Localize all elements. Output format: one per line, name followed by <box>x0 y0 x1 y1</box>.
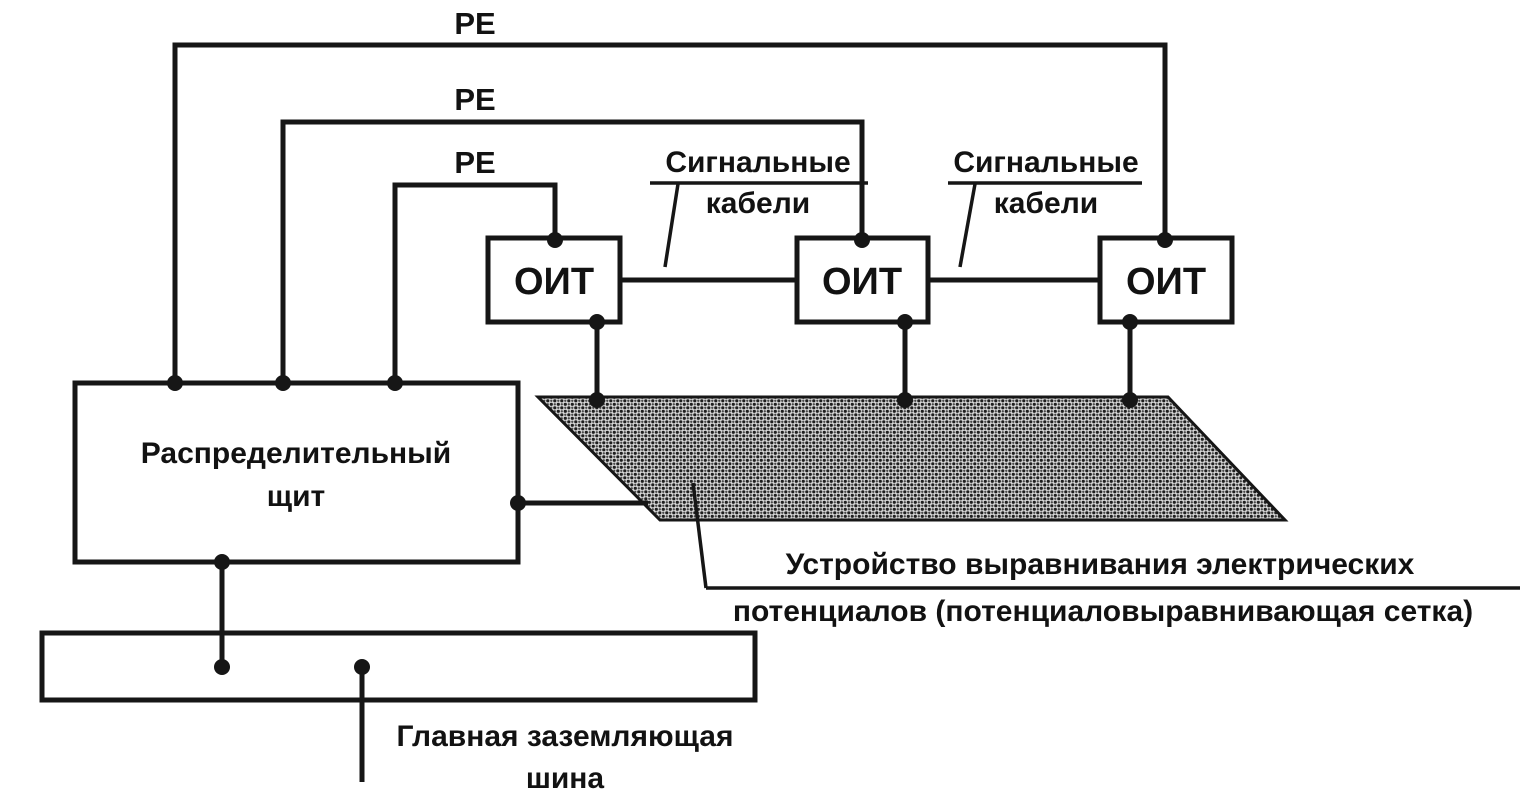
junction-dot-grid-3 <box>1122 392 1138 408</box>
junction-dot-board-pe2 <box>275 375 291 391</box>
junction-dot-oit1-bottom <box>589 314 605 330</box>
junction-dot-grid-2 <box>897 392 913 408</box>
junction-dot-bus-1 <box>214 659 230 675</box>
potential-equalizing-grid <box>534 395 1289 522</box>
signal-label-1-line2: кабели <box>706 187 810 220</box>
signal-label-1-line1: Сигнальные <box>665 146 850 179</box>
signal-label-1-leader <box>663 183 680 268</box>
ground-bus-label-line2: шина <box>526 762 605 795</box>
grid-caption-leader <box>691 482 708 589</box>
pe-label-2: PE <box>454 82 495 117</box>
junction-dot-board-pe1 <box>167 375 183 391</box>
oit-box-2-label: ОИТ <box>822 261 902 303</box>
oit-box-1-label: ОИТ <box>514 261 594 303</box>
junction-dot-bus-2 <box>354 659 370 675</box>
junction-dot-oit2-top <box>854 232 870 248</box>
grid-caption-line2: потенциалов (потенциаловыравнивающая сет… <box>733 595 1473 628</box>
junction-dot-oit3-top <box>1157 232 1173 248</box>
main-grounding-bus-frame <box>39 630 758 703</box>
junction-dot-oit2-bottom <box>897 314 913 330</box>
pe-label-1: PE <box>454 6 495 41</box>
ground-bus-label-line1: Главная заземляющая <box>397 720 734 753</box>
oit-box-1: ОИТ <box>485 235 623 325</box>
oit-box-3-label: ОИТ <box>1126 261 1206 303</box>
pe-label-3: PE <box>454 145 495 180</box>
pe-wire-3 <box>392 182 558 383</box>
junction-dot-board-pe3 <box>387 375 403 391</box>
oit-box-2: ОИТ <box>794 235 931 325</box>
oit-box-3-frame <box>1097 235 1235 325</box>
junction-dot-oit3-bottom <box>1122 314 1138 330</box>
grid-caption-line1: Устройство выравнивания электрических <box>786 548 1415 581</box>
junction-dot-grid-1 <box>589 392 605 408</box>
signal-label-2-line1: Сигнальные <box>953 146 1138 179</box>
distribution-board-frame <box>72 380 521 565</box>
junction-dot-board-right <box>510 495 526 511</box>
junction-dot-board-bottom <box>214 554 230 570</box>
signal-label-2-line2: кабели <box>994 187 1098 220</box>
distribution-board-label-line1: Распределительный <box>141 437 451 470</box>
junction-dot-oit1-top <box>547 232 563 248</box>
distribution-board-label-line2: щит <box>267 480 325 513</box>
signal-label-2-leader <box>958 183 977 268</box>
oit-box-3: ОИТ <box>1097 235 1235 325</box>
distribution-board: Распределительный щит <box>72 380 521 565</box>
pe-wire-1 <box>172 42 1168 383</box>
pe-wire-2 <box>280 119 865 383</box>
